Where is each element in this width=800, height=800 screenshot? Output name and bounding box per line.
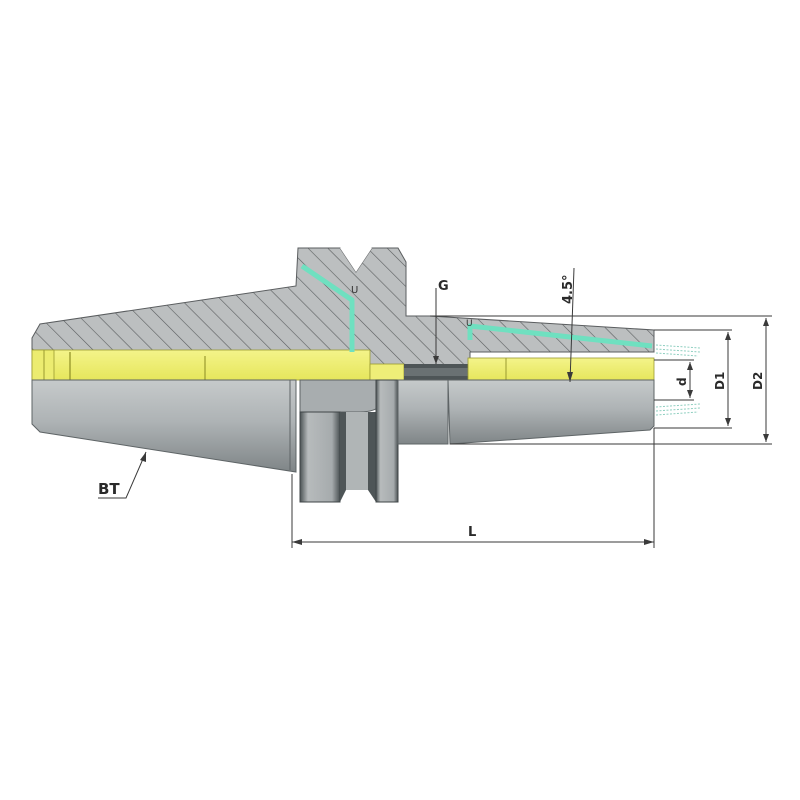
dimension-lines [98, 267, 772, 548]
bore [31, 349, 655, 381]
label-angle: 4.5° [561, 274, 576, 304]
label-d2: D2 [751, 372, 765, 390]
label-d1: D1 [713, 372, 727, 390]
exterior-half [31, 379, 655, 503]
svg-text:U: U [351, 285, 358, 296]
coolant-channels [300, 263, 653, 352]
label-l: L [468, 525, 476, 540]
svg-text:U: U [466, 319, 473, 329]
coolant-spray [655, 344, 701, 416]
o-ring-markers: U U [351, 285, 473, 329]
label-g: G [438, 279, 449, 294]
label-d: d [675, 377, 689, 386]
label-bt: BT [98, 480, 120, 498]
section-half [31, 247, 655, 367]
dimension-arrows [140, 318, 769, 545]
